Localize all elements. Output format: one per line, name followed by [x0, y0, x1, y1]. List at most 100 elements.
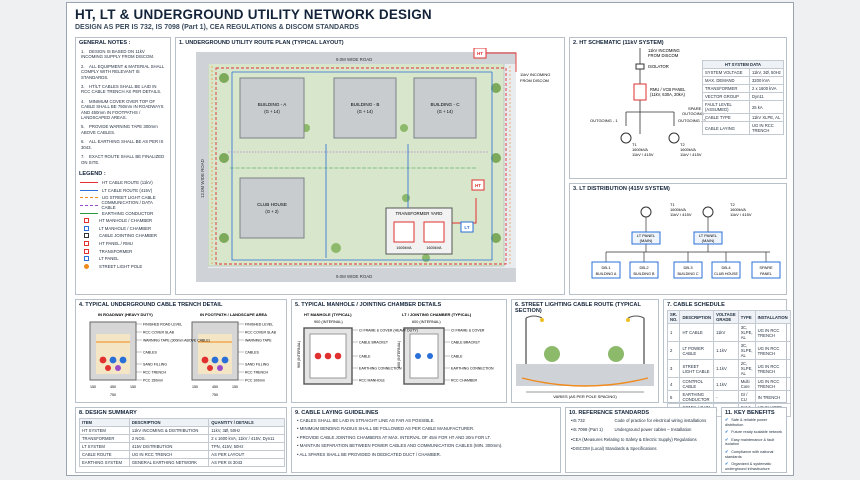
cable-schedule-cell: 2C, XLPE, AL: [737, 359, 756, 378]
trench-dimension: 150: [192, 385, 198, 389]
legend-label: COMMUNICATION / DATA CABLE: [101, 200, 153, 211]
cable-schedule-head-cell: VOLTAGE GRADE: [713, 310, 739, 324]
lt-t1-rating: 1600kVA: [670, 207, 686, 212]
trench-dimension: 150: [90, 385, 96, 389]
pole-spacing-label: VARIES (AS PER POLE SPACING): [553, 394, 617, 399]
pole-arm-left: [525, 315, 543, 319]
bullet-icon: •: [297, 443, 300, 449]
benefit-text: Easy maintenance & fault isolation: [725, 437, 775, 447]
road-left-label: 12.0M WIDE ROAD: [200, 159, 205, 198]
benefit-text: Compliance with national standards: [725, 449, 774, 459]
distribution-board: [673, 261, 703, 279]
note-item: 5.PROVIDE WARNING TAPE 300mm ABOVE CABLE…: [81, 124, 166, 135]
cable-schedule-cell: 1.1kV: [713, 377, 739, 391]
legend-label: HT CABLE ROUTE (11kV): [102, 180, 153, 186]
legend-item: CABLE JOINTING CHAMBER: [80, 232, 166, 240]
ht-data-cell: 25 kA: [748, 100, 785, 114]
lt-panel-marker: [460, 221, 474, 233]
trench-right-label: WARNING TAPE: [245, 338, 272, 342]
trench-dimension: 750: [110, 393, 116, 397]
legend-swatch: [84, 225, 89, 231]
legend-item: HT CABLE ROUTE (11kV): [80, 179, 166, 187]
cable-schedule-cell: 4: [666, 377, 681, 391]
rmu-label-2: (11kV, 630A, 20kA): [650, 92, 685, 97]
guideline-item: • CABLES SHALL BE LAID IN STRAIGHT LINE …: [297, 418, 555, 423]
legend-label: STREET LIGHT POLE: [99, 263, 143, 269]
legend-list: HT CABLE ROUTE (11kV)LT CABLE ROUTE (415…: [76, 179, 170, 270]
trench-dimension: 750: [212, 393, 218, 397]
transformer-b-rating: 1600kVA: [426, 246, 442, 250]
standards-title: 10. REFERENCE STANDARDS: [569, 410, 650, 416]
guideline-item: • ALL SPARES SHALL BE PROVIDED IN DEDICA…: [297, 452, 555, 457]
legend-item: TRANSFORMER: [80, 247, 166, 255]
manhole-panel: 5. TYPICAL MANHOLE / JOINTING CHAMBER DE…: [291, 299, 507, 403]
bullet-icon: •: [297, 426, 300, 432]
lt-panel-label: LT: [464, 225, 469, 230]
note-text: ALL EQUIPMENT & MATERIAL SHALL COMPLY WI…: [81, 63, 165, 80]
trench-dimension: 450: [212, 385, 218, 389]
trench-right-label: SAND FILLING: [245, 362, 269, 366]
ht-in-2: FROM DISCOM: [648, 53, 679, 58]
ht-data-cell: TRANSFORMER: [702, 84, 750, 93]
design-summary-cell: TRANSFORMER: [79, 434, 130, 443]
cable-schedule-cell: UG IN RCC TRENCH: [754, 377, 791, 391]
lt-t2-symbol: [702, 206, 714, 218]
rmu-symbol: [633, 83, 647, 101]
cable-ht-2: [105, 365, 111, 371]
t2-rating: 1600kVA: [680, 147, 696, 152]
trench-dimension: 450: [110, 385, 116, 389]
note-item: 4.MINIMUM COVER OVER TOP OF CABLE SHALL …: [81, 99, 166, 121]
legend-item: EARTHING CONDUCTOR: [80, 209, 166, 217]
legend-label: HT MANHOLE / CHAMBER: [99, 218, 153, 224]
bullet-icon: •: [297, 451, 300, 457]
benefit-item: ✔Safe & reliable power distribution: [725, 418, 783, 427]
building-c-floors: (G + 14): [437, 109, 453, 114]
note-number: 5.: [81, 124, 85, 130]
trench-left-heading: IN ROADWAY (HEAVY DUTY): [98, 312, 153, 317]
lt-chamber-label: EARTHING CONNECTION: [451, 366, 494, 370]
standard-code: CEA (Measures Relating to Safety & Elect…: [572, 436, 697, 442]
legend-swatch: [84, 263, 89, 269]
note-item: 6.ALL EARTHING SHALL BE AS PER IS 3043.: [81, 139, 166, 150]
ht-manhole-label: CABLE BRACKET: [359, 340, 389, 344]
trench-left-label: SAND FILLING: [143, 362, 167, 366]
trench-svg: IN ROADWAY (HEAVY DUTY) IN FOOTPATH / LA…: [89, 312, 277, 397]
bullet-icon: •: [571, 418, 573, 423]
cable-schedule-head-cell: INSTALLATION: [754, 310, 791, 324]
manhole-title: 5. TYPICAL MANHOLE / JOINTING CHAMBER DE…: [295, 302, 442, 308]
note-number: 2.: [81, 63, 85, 69]
manhole-cable-1: [314, 352, 322, 360]
check-icon: ✔: [725, 430, 729, 435]
bullet-icon: •: [297, 434, 300, 440]
trees: [219, 73, 501, 262]
note-number: 1.: [81, 49, 85, 54]
ht-manhole-label: CI FRAME & COVER (HEAVY DUTY): [359, 328, 418, 332]
legend-swatch: [80, 204, 98, 206]
guideline-item: • PROVIDE CABLE JOINTING CHAMBERS AT MAX…: [297, 435, 555, 440]
standard-code: IS 732: [572, 418, 585, 423]
cable-schedule-cell: HT CABLE: [679, 323, 715, 342]
guidelines-panel: 9. CABLE LAYING GUIDELINES • CABLES SHAL…: [291, 407, 561, 473]
ht-in-1: 11kV INCOMING: [648, 48, 680, 53]
legend-item: COMMUNICATION / DATA CABLE: [80, 200, 166, 211]
street-light-title: 6. STREET LIGHTING CABLE ROUTE (TYPICAL …: [515, 302, 641, 314]
legend-item: LT PANEL: [80, 255, 166, 263]
legend-swatch: [84, 256, 89, 262]
bullet-icon: •: [571, 436, 573, 442]
t2-name: T2: [680, 142, 685, 147]
lt-chamber-height: 600 (INTERNAL): [397, 341, 401, 368]
ht-manhole-label: RCC MANHOLE: [359, 378, 386, 382]
legend-swatch: [80, 189, 98, 191]
transformer-yard-label: TRANSFORMER YARD: [396, 211, 443, 216]
design-summary-cell: GENERAL EARTHING NETWORK: [128, 458, 210, 467]
legend-label: UG STREET LIGHT CABLE: [102, 195, 156, 201]
legend-label: LT PANEL: [99, 256, 119, 262]
